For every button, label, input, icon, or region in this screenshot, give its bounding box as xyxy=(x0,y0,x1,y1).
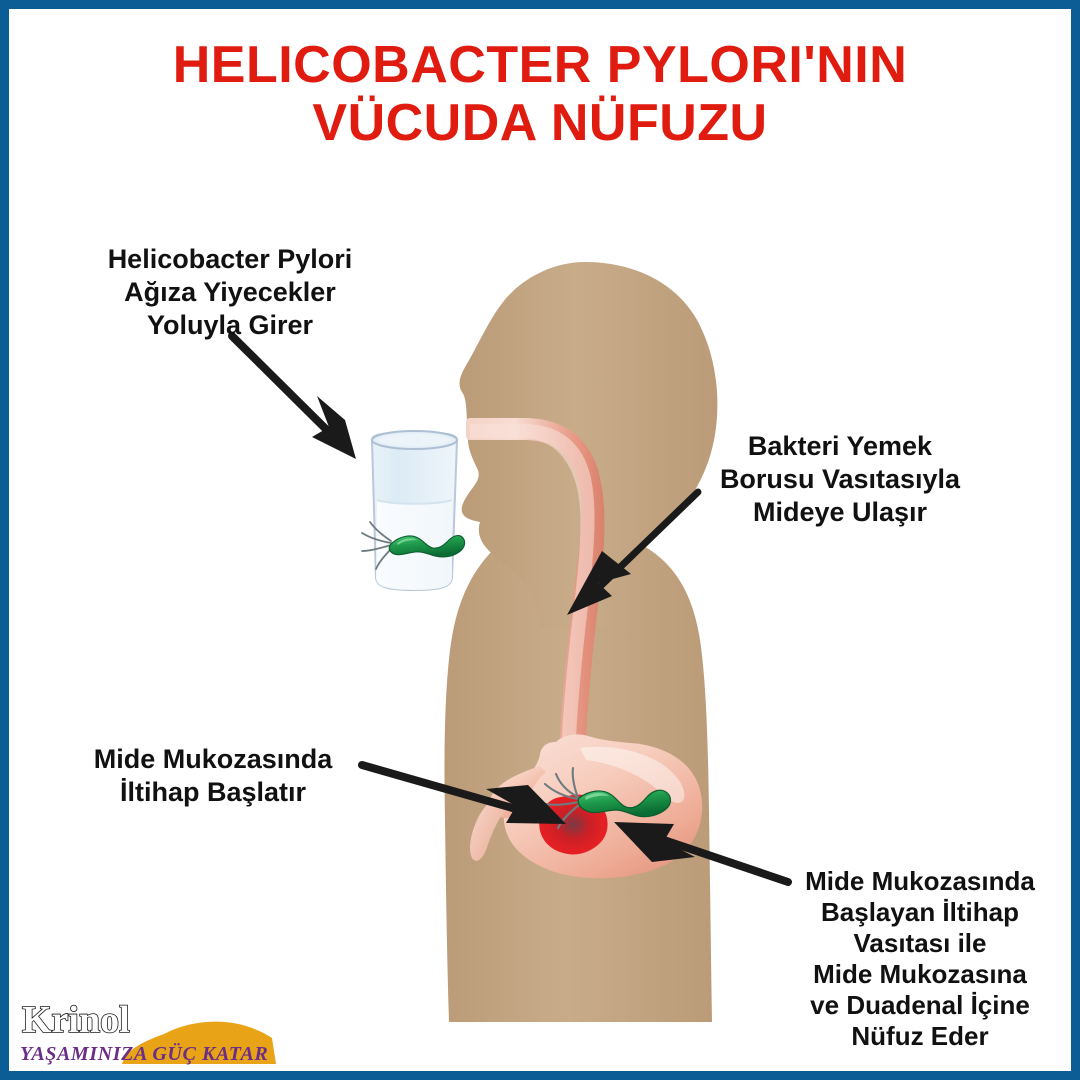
callout-inflammation-line-1: Mide Mukozasında xyxy=(93,744,333,774)
callout-penetration-line-6: Nüfuz Eder xyxy=(851,1021,989,1051)
callout-inflammation-line-2: İltihap Başlatır xyxy=(119,777,307,807)
water-glass xyxy=(370,430,459,592)
callout-inflammation-start: Mide Mukozasında İltihap Başlatır xyxy=(58,743,368,809)
title-line-2: VÜCUDA NÜFUZU xyxy=(312,94,768,152)
h-pylori-bacterium-stomach xyxy=(543,766,672,830)
callout-esophagus-line-3: Mideye Ulaşır xyxy=(752,497,928,527)
callout-mouth-entry: Helicobacter Pylori Ağıza Yiyecekler Yol… xyxy=(60,243,400,342)
esophagus xyxy=(466,418,605,740)
callout-mucosa-penetration: Mide Mukozasında Başlayan İltihap Vasıta… xyxy=(770,866,1070,1052)
title-line-1: HELICOBACTER PYLORI'NIN xyxy=(172,36,908,94)
callout-mouth-line-1: Helicobacter Pylori xyxy=(107,244,353,274)
callout-esophagus-transit: Bakteri Yemek Borusu Vasıtasıyla Mideye … xyxy=(690,430,990,529)
callout-penetration-line-1: Mide Mukozasında xyxy=(805,866,1035,896)
logo-slogan-text: YAŞAMINIZA GÜÇ KATAR xyxy=(20,1042,268,1065)
arrow-mouth xyxy=(228,332,356,459)
arrow-penetration xyxy=(614,822,792,886)
arrow-inflammation xyxy=(358,761,566,824)
page-title: HELICOBACTER PYLORI'NIN VÜCUDA NÜFUZU xyxy=(90,36,990,152)
logo-brand-text: Krinol xyxy=(22,999,130,1041)
callout-penetration-line-4: Mide Mukozasına xyxy=(813,959,1027,989)
callout-esophagus-line-1: Bakteri Yemek xyxy=(747,431,933,461)
callout-penetration-line-2: Başlayan İltihap xyxy=(821,897,1019,927)
callout-penetration-line-5: ve Duadenal İçine xyxy=(810,990,1030,1020)
callout-mouth-line-3: Yoluyla Girer xyxy=(146,310,314,340)
h-pylori-bacterium-glass xyxy=(361,521,466,570)
arrow-esophagus xyxy=(567,488,702,615)
callout-mouth-line-2: Ağıza Yiyecekler xyxy=(124,277,336,307)
logo-badge-shape xyxy=(122,1021,276,1064)
callout-esophagus-line-2: Borusu Vasıtasıyla xyxy=(719,464,961,494)
callout-penetration-line-3: Vasıtası ile xyxy=(853,928,987,958)
brand-logo: Krinol YAŞAMINIZA GÜÇ KATAR xyxy=(20,998,276,1065)
